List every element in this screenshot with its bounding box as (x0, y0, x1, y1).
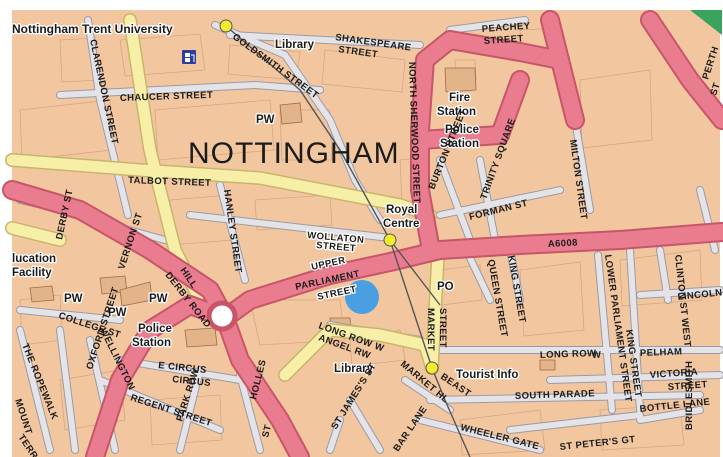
street-label: E CIRCUS (158, 360, 207, 376)
place-label-po: PO (437, 281, 454, 293)
place-label-pw: PW (64, 293, 83, 305)
street-label: ST (260, 423, 274, 438)
place-label-library-south: Library (334, 363, 374, 375)
street-label: STREET (667, 379, 708, 393)
place-label-education: Facility (12, 267, 52, 279)
street-label: CIRCUS (172, 374, 212, 389)
street-label: VICTORIA (649, 367, 698, 381)
place-label-education: lucation (12, 253, 56, 265)
street-label: NORTH SHERWOOD STREET (406, 62, 422, 204)
street-label: W (592, 350, 602, 361)
major-roads (2, 10, 723, 457)
street-label: A6008 (548, 237, 579, 250)
place-label-police-east: Police (445, 124, 479, 136)
street-label: STREET (316, 240, 357, 254)
roundabout (206, 300, 238, 332)
landmark-buildings (29, 67, 556, 371)
street-label: LONG ROW (540, 348, 597, 361)
street-label: MARKET (425, 308, 436, 351)
street-label: STREET (338, 44, 379, 60)
street-label: STREET (483, 33, 524, 47)
street-label: TALBOT STREET (128, 175, 211, 189)
map-title: NOTTINGHAM (188, 137, 400, 170)
street-label: BRIDLESMITH (684, 361, 695, 430)
place-label-ntu: Nottingham Trent University (12, 22, 173, 36)
street-label: PEACHEY (481, 21, 531, 35)
street-label: PELHAM (640, 347, 683, 359)
place-label-library-north: Library (275, 39, 315, 51)
place-label-fire-station: Station (437, 106, 476, 118)
place-label-police-west: Police (138, 323, 172, 335)
place-label-fire-station: Fire (449, 92, 470, 104)
fuel-pump-icon (182, 50, 196, 64)
place-label-police-west: Station (132, 337, 171, 349)
street-label: STREET (437, 308, 448, 348)
minor-roads (16, 16, 723, 454)
place-label-pw: PW (149, 293, 168, 305)
place-label-royal-centre: Royal (386, 204, 417, 216)
tram-stop-icon[interactable] (425, 361, 439, 375)
tram-stop-icon[interactable] (383, 233, 397, 247)
tram-stop-icon[interactable] (219, 19, 233, 33)
place-label-pw: PW (108, 307, 127, 319)
street-label: LINCOLN (677, 287, 723, 303)
street-label: ST (708, 81, 722, 97)
street-label: WOLLATON (307, 230, 365, 246)
street-label: CHAUCER STREET (120, 90, 214, 104)
blue-dot-icon[interactable] (345, 280, 379, 314)
place-label-tourist-info: Tourist Info (456, 369, 518, 381)
place-label-royal-centre: Centre (383, 218, 419, 230)
park-area (690, 10, 722, 35)
place-label-police-east: Station (440, 138, 479, 150)
place-label-pw: PW (256, 114, 275, 126)
street-label: SOUTH PARADE (515, 388, 595, 402)
